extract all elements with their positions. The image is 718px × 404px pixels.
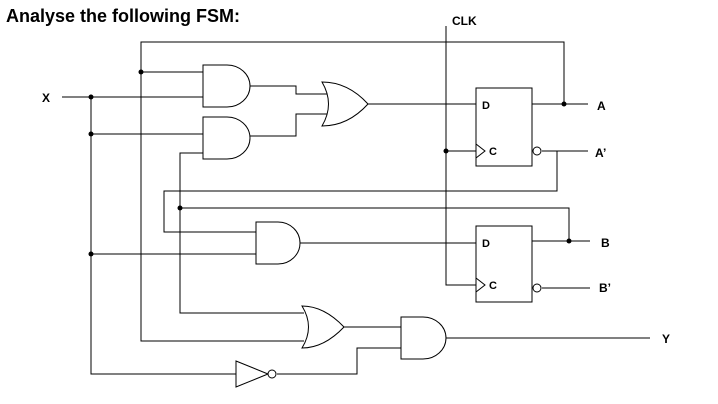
junctions	[88, 69, 572, 257]
junction-dot	[443, 148, 449, 154]
flip-flop-b: D C	[475, 225, 542, 303]
or-gate-2	[301, 305, 345, 349]
wire-b-to-and2	[179, 152, 203, 208]
or-gate-1	[321, 81, 369, 127]
flip-flop-a-qbar-bubble	[532, 146, 542, 156]
flip-flop-b-qbar-bubble	[532, 283, 542, 293]
logic-gates	[202, 64, 447, 388]
wire-and1-to-or1	[250, 85, 328, 95]
not-gate-bubble	[267, 369, 277, 379]
and-gate-2	[202, 116, 251, 160]
flip-flop-b-body	[475, 225, 533, 303]
junction-dot	[566, 238, 572, 244]
wire-inv-to-and4	[277, 347, 401, 375]
junction-dot	[88, 94, 94, 100]
and-gate-1	[202, 64, 251, 108]
and-gate-3	[255, 221, 301, 265]
flip-flop-b-c-pin: C	[489, 280, 497, 292]
flip-flop-b-clock-triangle	[475, 277, 486, 293]
junction-dot	[88, 131, 94, 137]
junction-dot	[561, 101, 567, 107]
wire-a-feedback	[140, 41, 565, 342]
wire-x-input	[62, 96, 236, 375]
label-x: X	[42, 91, 50, 105]
label-b-bar: B’	[599, 281, 611, 295]
junction-dot	[177, 205, 183, 211]
wire-clk	[445, 26, 476, 286]
page-title: Analyse the following FSM:	[6, 6, 241, 26]
label-b: B	[601, 236, 610, 250]
label-y: Y	[662, 332, 670, 346]
label-a-bar: A’	[595, 146, 606, 160]
signal-labels: CLK X A A’ B B’ Y	[42, 14, 670, 346]
junction-dot	[88, 251, 94, 257]
junction-dot	[138, 69, 144, 75]
and-gate-4	[400, 316, 447, 360]
wire-a-bar-feedback	[163, 151, 558, 233]
wire-and2-to-or1	[250, 113, 328, 137]
flip-flop-a-clock-triangle	[475, 143, 486, 159]
not-gate	[235, 360, 270, 388]
flip-flop-b-d-pin: D	[482, 238, 490, 250]
wires	[62, 26, 650, 375]
flip-flop-a-d-pin: D	[482, 100, 490, 112]
label-clk: CLK	[452, 14, 477, 28]
flip-flop-a: D C	[475, 87, 542, 167]
flip-flop-a-body	[475, 87, 533, 167]
flip-flop-a-c-pin: C	[489, 146, 497, 158]
label-a: A	[597, 99, 606, 113]
